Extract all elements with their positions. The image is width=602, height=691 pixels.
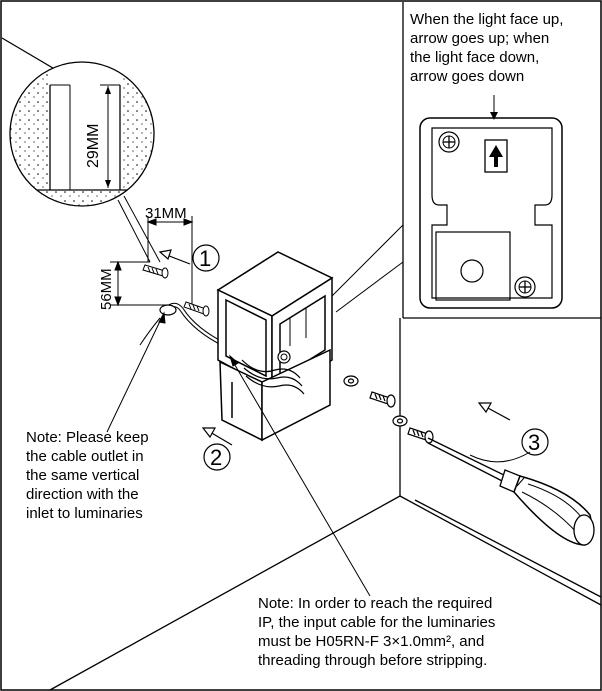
mounting-box [216,251,334,442]
rotation-arc [469,451,531,463]
cable-hole [460,259,484,283]
step1-badge [192,244,220,272]
step3-label: 3 [528,430,540,455]
inner-wires [241,359,305,395]
leader-lines [106,311,371,597]
hole-depth-dimension: 29MM [85,124,102,168]
inset-panel [329,2,601,319]
cable-outlet-note: Note: Please keep the cable outlet in th… [26,429,149,522]
horizontal-dimension [146,216,194,305]
step2-label: 2 [210,445,222,470]
mounting-plate [419,117,563,309]
screw-icon [392,415,434,444]
screw-icon [514,276,536,298]
screw-icon [438,131,460,153]
screwdriver-icon [427,437,595,546]
screw-spacing-horizontal-label: 31MM [145,205,187,222]
screw-icon [343,375,396,408]
light-direction-note: When the light face up, arrow goes up; w… [410,11,564,85]
step1-arrow [158,249,191,265]
screw-icon [142,264,169,279]
up-arrow-icon [484,139,508,173]
step1-label: 1 [199,246,211,271]
step3-arrow [477,402,511,421]
screw-spacing-vertical-label: 56MM [98,268,115,310]
step3-badge [521,428,549,456]
step2-arrow [201,427,233,446]
input-cable-note: Note: In order to reach the required IP,… [258,595,496,669]
hole-detail [9,61,161,263]
screw-icon [183,301,210,317]
step2-badge [203,443,231,471]
